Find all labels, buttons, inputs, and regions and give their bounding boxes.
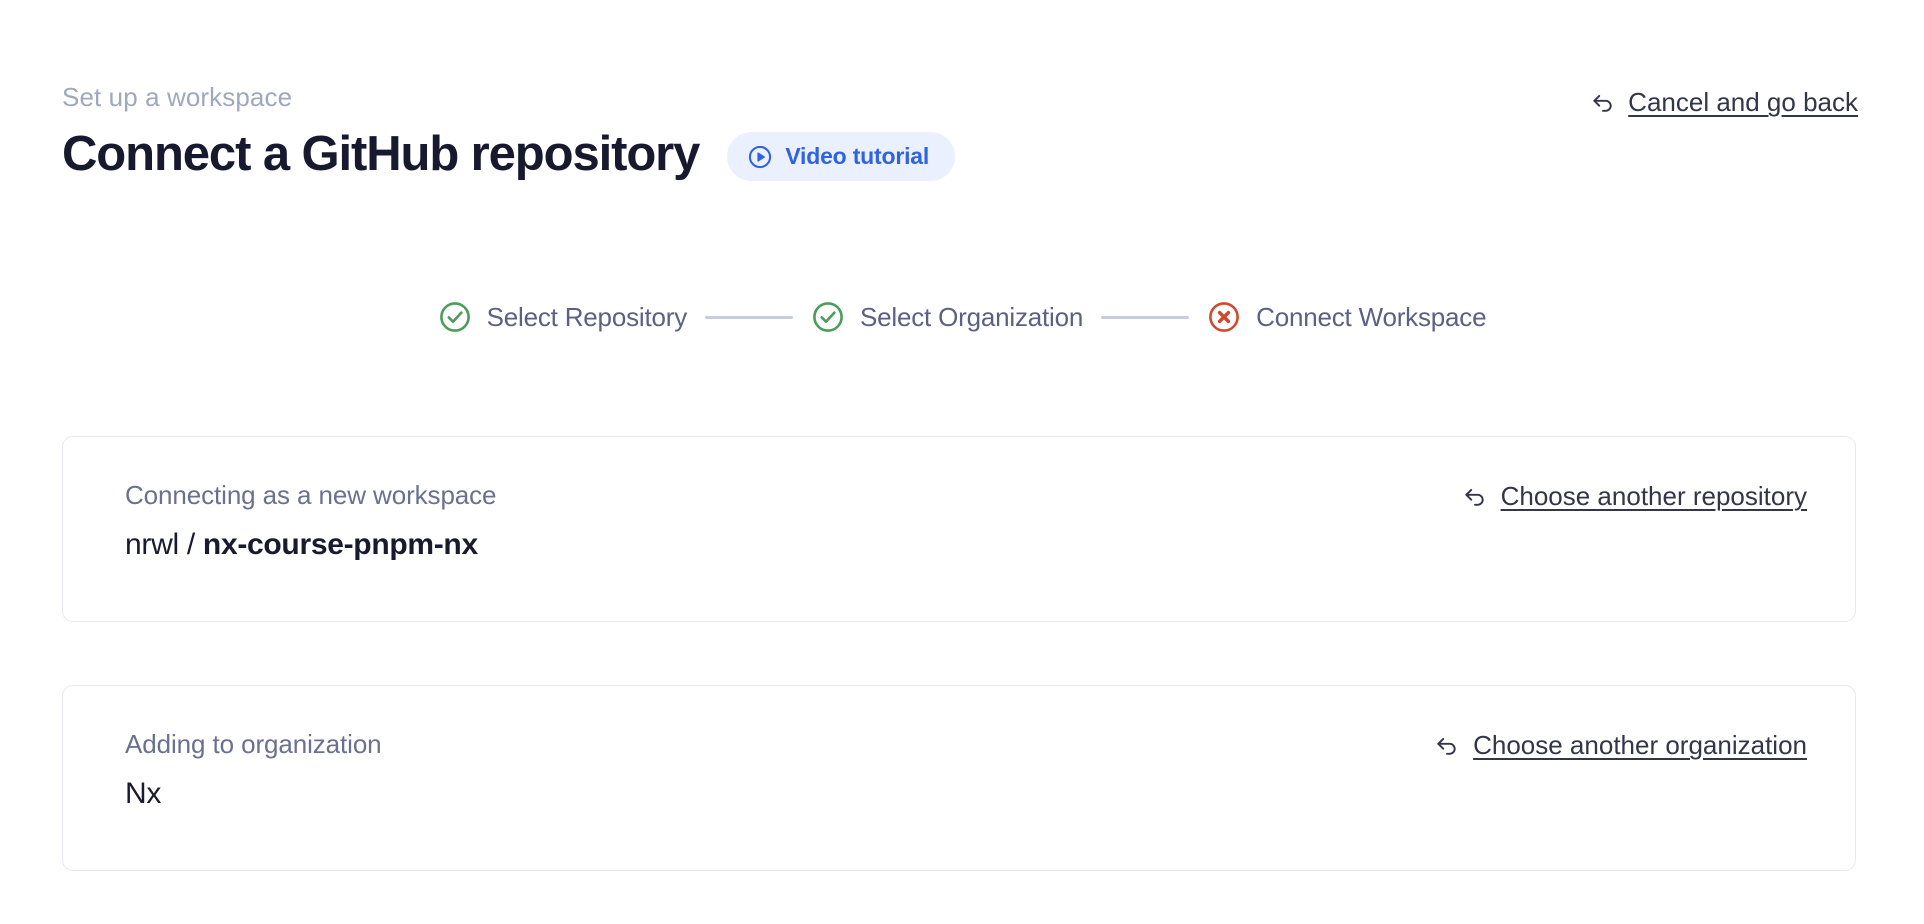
undo-arrow-icon bbox=[1462, 484, 1488, 510]
stepper-connector-2 bbox=[1101, 315, 1190, 319]
undo-arrow-icon bbox=[1434, 733, 1460, 759]
step-select-repository[interactable]: Select Repository bbox=[438, 300, 687, 334]
repository-card: Connecting as a new workspace nrwl / nx-… bbox=[62, 436, 1856, 622]
choose-another-organization-label: Choose another organization bbox=[1473, 730, 1807, 760]
step-label-select-organization: Select Organization bbox=[860, 301, 1084, 332]
choose-another-organization-link[interactable]: Choose another organization bbox=[1434, 730, 1807, 761]
check-circle-icon bbox=[811, 300, 845, 334]
cancel-and-go-back-label: Cancel and go back bbox=[1628, 87, 1858, 117]
check-circle-icon bbox=[438, 300, 472, 334]
x-circle-icon bbox=[1207, 300, 1241, 334]
repository-owner: nrwl / bbox=[125, 527, 203, 561]
organization-card-caption: Adding to organization bbox=[125, 729, 382, 759]
repository-card-value: nrwl / nx-course-pnpm-nx bbox=[125, 527, 1809, 563]
stepper-connector-1 bbox=[705, 315, 794, 319]
step-connect-workspace[interactable]: Connect Workspace bbox=[1207, 300, 1487, 334]
progress-stepper: Select Repository Select Organization Co… bbox=[0, 300, 1924, 334]
repository-name: nx-course-pnpm-nx bbox=[202, 527, 478, 561]
video-tutorial-button[interactable]: Video tutorial bbox=[727, 132, 956, 182]
play-circle-icon bbox=[747, 144, 773, 170]
undo-arrow-icon bbox=[1590, 90, 1616, 116]
step-label-select-repository: Select Repository bbox=[486, 301, 688, 332]
cancel-and-go-back-link[interactable]: Cancel and go back bbox=[1590, 87, 1858, 118]
summary-cards: Connecting as a new workspace nrwl / nx-… bbox=[62, 436, 1856, 871]
choose-another-repository-label: Choose another repository bbox=[1500, 481, 1807, 511]
organization-card-value: Nx bbox=[125, 776, 162, 810]
video-tutorial-label: Video tutorial bbox=[785, 143, 930, 170]
page-header: Set up a workspace Connect a GitHub repo… bbox=[62, 82, 1862, 182]
choose-another-repository-link[interactable]: Choose another repository bbox=[1462, 481, 1807, 512]
step-label-connect-workspace: Connect Workspace bbox=[1256, 301, 1487, 332]
organization-card: Adding to organization Nx Choose another… bbox=[62, 685, 1856, 871]
step-select-organization[interactable]: Select Organization bbox=[811, 300, 1083, 334]
title-row: Connect a GitHub repository Video tutori… bbox=[62, 127, 1862, 182]
repository-card-caption: Connecting as a new workspace bbox=[125, 480, 497, 510]
breadcrumb-eyebrow: Set up a workspace bbox=[62, 82, 293, 112]
page-title: Connect a GitHub repository bbox=[62, 127, 700, 182]
